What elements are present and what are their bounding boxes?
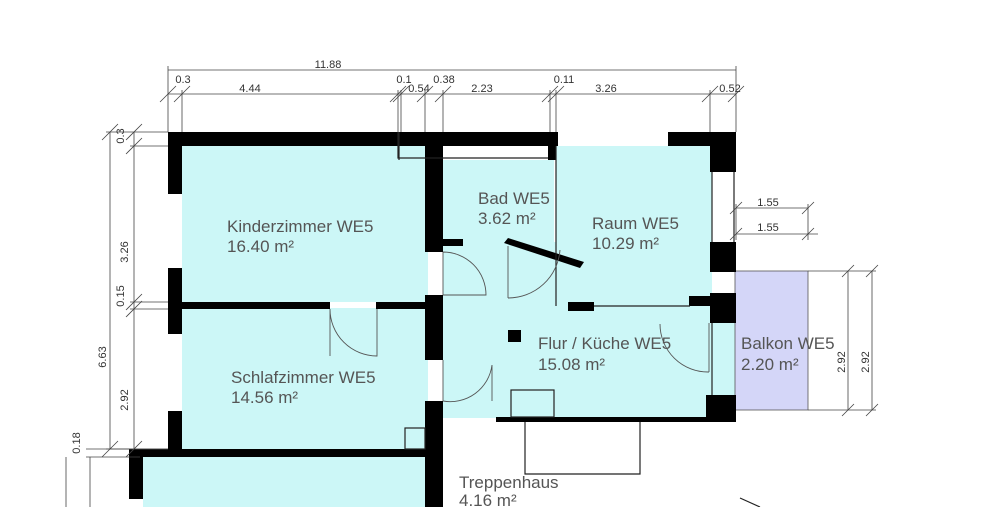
room-schlafzimmer-name: Schlafzimmer WE5 [231, 368, 376, 387]
dim-top-1: 4.44 [239, 83, 260, 95]
dim-left-3: 2.92 [119, 389, 131, 410]
right-dimensions: 2.92 2.92 [808, 264, 879, 417]
room-schlafzimmer-area: 14.56 m² [231, 388, 298, 407]
dim-left-1: 3.26 [119, 241, 131, 262]
door-swings [329, 246, 710, 403]
left-dimensions: 0.3 3.26 0.15 2.92 6.63 0.18 [65, 123, 168, 507]
door-bad [442, 251, 487, 296]
room-flur-area: 15.08 m² [538, 355, 605, 374]
door-kinder-top [329, 308, 378, 357]
room-kinderzimmer-area: 16.40 m² [227, 237, 294, 256]
dim-top-total: 11.88 [315, 59, 342, 71]
fill-flur [443, 242, 712, 418]
room-labels: Kinderzimmer WE5 16.40 m² Bad WE5 3.62 m… [227, 189, 835, 507]
fixtures [397, 132, 761, 507]
room-treppenhaus-area: 4.16 m² [459, 491, 517, 507]
room-treppenhaus-name: Treppenhaus [459, 473, 559, 492]
top-dimensions: 11.88 0.3 4.44 0.1 0.54 0.38 2.23 0.11 3… [159, 59, 745, 132]
door-balkon [659, 323, 710, 373]
room-kinderzimmer-name: Kinderzimmer WE5 [227, 217, 373, 236]
room-fills [143, 146, 809, 507]
dim-left-total: 6.63 [97, 346, 109, 367]
fill-kinderzimmer [182, 146, 428, 302]
fill-schlafzimmer [182, 308, 428, 450]
room-bad-name: Bad WE5 [478, 189, 550, 208]
walls [129, 132, 736, 507]
dim-right-1: 2.92 [836, 351, 848, 372]
door-raum [507, 246, 561, 299]
fill-balkon [734, 270, 809, 411]
dim-top-7: 3.26 [595, 83, 616, 95]
dim-left-4: 0.18 [71, 432, 83, 453]
room-raum-area: 10.29 m² [592, 234, 659, 253]
dim-top-8: 0.52 [719, 83, 740, 95]
dim-top-0: 0.3 [175, 74, 190, 86]
room-balkon-area: 2.20 m² [741, 355, 799, 374]
room-flur-name: Flur / Küche WE5 [538, 334, 671, 353]
fill-bottom-room [143, 456, 428, 507]
fill-bad [443, 160, 554, 242]
door-entry [442, 360, 493, 403]
room-bad-area: 3.62 m² [478, 209, 536, 228]
balcony-dimensions: 1.55 1.55 [729, 197, 818, 241]
dim-balkon-1: 1.55 [757, 197, 778, 209]
dim-top-6: 0.11 [554, 74, 575, 86]
room-balkon-name: Balkon WE5 [741, 334, 835, 353]
dim-left-2: 0.15 [115, 285, 127, 306]
dim-top-2: 0.1 [396, 74, 411, 86]
dim-left-0: 0.3 [115, 128, 127, 143]
room-raum-name: Raum WE5 [592, 214, 679, 233]
dim-right-2: 2.92 [860, 351, 872, 372]
dim-top-5: 2.23 [471, 83, 492, 95]
dim-top-3: 0.54 [408, 83, 429, 95]
dim-top-4: 0.38 [433, 74, 454, 86]
dim-balkon-2: 1.55 [757, 222, 778, 234]
